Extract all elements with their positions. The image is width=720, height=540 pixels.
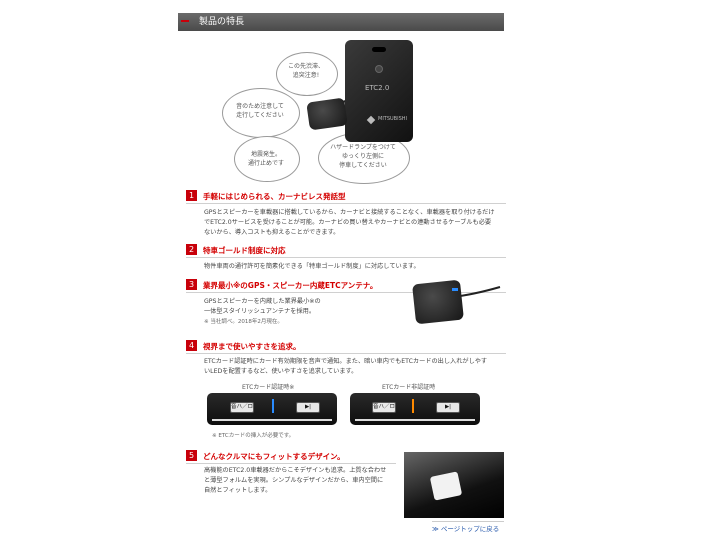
- section-number: 2: [186, 244, 197, 255]
- card-slot: [355, 419, 475, 421]
- play-button-label: ▶|: [436, 402, 460, 413]
- footer-divider: [432, 521, 504, 522]
- strap-hole: [372, 47, 386, 52]
- bubble-text: ハザードランプをつけてゆっくり左側に停車してください: [330, 144, 396, 169]
- mode-button-label: 音ハ／ロ: [372, 402, 396, 413]
- antenna-image: [412, 279, 464, 325]
- antenna-led-icon: [452, 288, 458, 291]
- header-accent-mark: [181, 20, 189, 22]
- section-divider: [186, 353, 506, 354]
- section-divider: [186, 203, 506, 204]
- section-title: どんなクルマにもフィットするデザイン。: [203, 452, 345, 461]
- status-led-icon: [375, 65, 383, 73]
- section-divider: [186, 463, 396, 464]
- play-button-label: ▶|: [296, 402, 320, 413]
- bubble-text: この先渋滞、追突注意!: [287, 63, 324, 79]
- section-title: 特車ゴールド制度に対応: [203, 246, 286, 255]
- section-body: GPSとスピーカーを車載器に搭載しているから、カーナビと接続することなく、車載器…: [204, 209, 495, 236]
- section-divider: [186, 292, 506, 293]
- section-number: 5: [186, 450, 197, 461]
- device-label: ETCカード非認証時: [382, 384, 436, 391]
- card-led-blue-icon: [272, 399, 274, 413]
- device-logo: ETC2.0: [365, 84, 390, 92]
- page-title: 製品の特長: [199, 17, 245, 27]
- section-body: GPSとスピーカーを内蔵した業界最小※の 一体型スタイリッシュアンテナを採用。: [204, 298, 321, 315]
- section-body: 物件車両の通行許可を簡素化できる「特車ゴールド制度」に対応しています。: [204, 263, 420, 270]
- section-number: 4: [186, 340, 197, 351]
- section-title: 業界最小※のGPS・スピーカー内蔵ETCアンテナ。: [203, 281, 378, 290]
- etc-device-image: [345, 40, 413, 142]
- speech-bubble-congestion: [276, 52, 338, 96]
- bubble-text: 音のため注意して走行してください: [236, 103, 284, 119]
- card-led-orange-icon: [412, 399, 414, 413]
- section-title: 視界まで使いやすさを追求。: [203, 342, 301, 351]
- section-note: ※ ETCカードの挿入が必要です。: [212, 433, 295, 439]
- section-note: ※ 当社調べ。2018年2月現在。: [204, 319, 283, 325]
- section-body: 高機能のETC2.0車載器だからこそデザインも追求。上質な合わせ と薄型フォルム…: [204, 467, 387, 494]
- speech-bubble-earthquake: [234, 136, 300, 182]
- bubble-text: 地震発生。通行止めです: [247, 151, 284, 167]
- page-top-link[interactable]: ≫ ページトップに戻る: [432, 525, 500, 533]
- section-body: ETCカード認証時にカード有効期限を音声で通知。また、暗い車内でもETCカードの…: [204, 358, 488, 375]
- section-number: 1: [186, 190, 197, 201]
- section-divider: [186, 257, 506, 258]
- section-header-bar: [178, 13, 504, 31]
- mode-button-label: 音ハ／ロ: [230, 402, 254, 413]
- section-title: 手軽にはじめられる、カーナビレス発話型: [203, 192, 346, 201]
- device-label: ETCカード認証時※: [242, 384, 295, 391]
- section-number: 3: [186, 279, 197, 290]
- brand-label: MITSUBISHI: [378, 116, 407, 122]
- card-slot: [212, 419, 332, 421]
- antenna-image: [306, 97, 348, 131]
